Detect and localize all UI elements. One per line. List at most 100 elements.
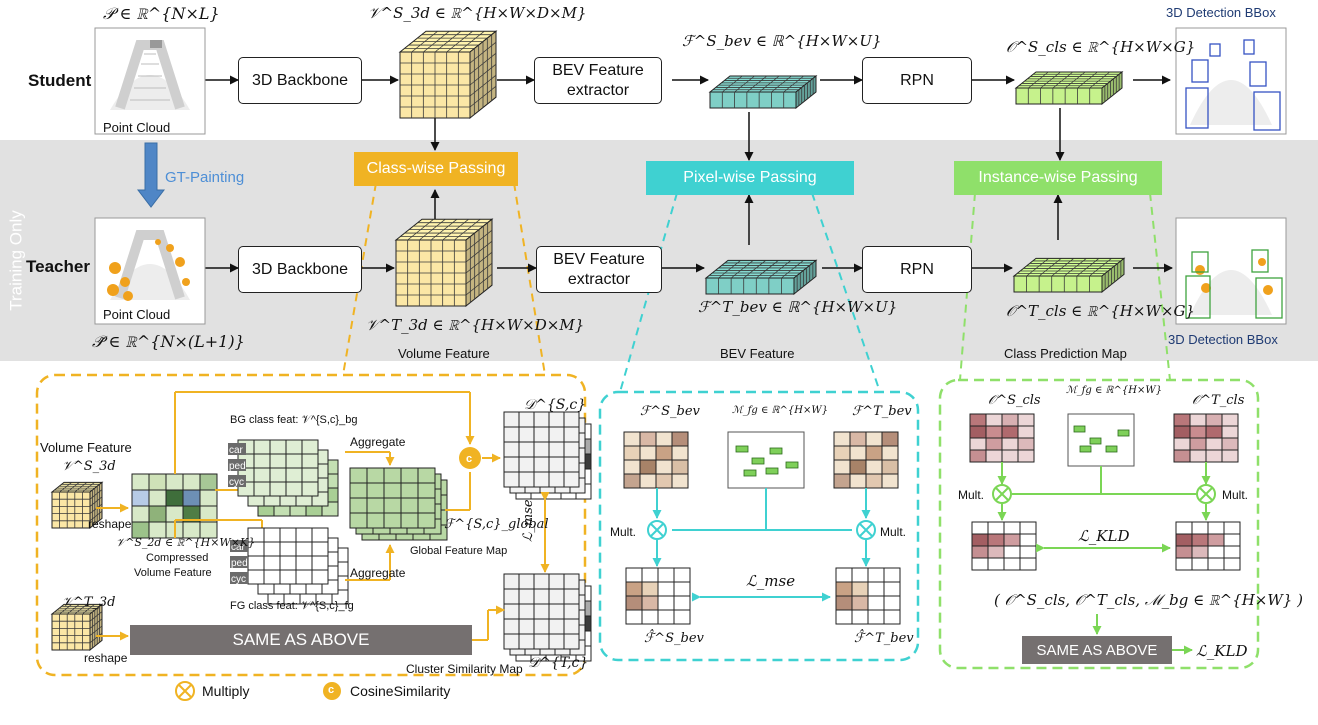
- cp-vt-small-cube: [50, 603, 104, 652]
- ip-mask-box: [1079, 445, 1092, 453]
- cp-ds-layer: [503, 411, 580, 488]
- legend-c-symbol: c: [328, 684, 335, 696]
- student-point-cloud-caption: Point Cloud: [103, 120, 171, 135]
- volume-feature-caption: Volume Feature: [398, 346, 490, 361]
- class-wise-passing-box: Class-wise Passing: [354, 152, 518, 186]
- cp-aggregate-top: Aggregate: [350, 435, 406, 449]
- cp-bg-tag-cyc: cyc: [229, 477, 244, 488]
- student-volume-cube: [398, 30, 498, 120]
- teacher-volume-math: 𝒱^T_3d ∈ ℝ^{H×W×D×M}: [366, 316, 585, 334]
- class-prediction-caption: Class Prediction Map: [1004, 346, 1127, 361]
- class-wise-panel: [35, 373, 587, 677]
- pp-fs-matrix: [623, 431, 689, 489]
- training-only-label: Training Only: [6, 210, 26, 311]
- cp-vs-small-cube: [50, 481, 104, 530]
- ip-os-label: 𝒪^S_cls: [988, 393, 1041, 408]
- pp-mask-box: [785, 461, 799, 469]
- cp-cluster-map-label: Cluster Similarity Map: [406, 662, 523, 676]
- cp-fg-tag-car: car: [231, 542, 246, 553]
- pp-ft-matrix: [833, 431, 899, 489]
- teacher-input-math: 𝒫̃ ∈ ℝ^{N×(L+1)}: [92, 332, 245, 351]
- cp-fg-tag-bg: [230, 572, 248, 584]
- ip-lkld2-label: ℒ_KLD: [1196, 642, 1248, 660]
- pp-mask-image: [727, 431, 805, 489]
- ip-mult-right: Mult.: [1222, 488, 1249, 502]
- student-bev-extractor-box: BEV Feature extractor: [534, 57, 662, 104]
- cp-fg-class-layer: [247, 527, 329, 585]
- teacher-bev-extractor-box: BEV Feature extractor: [536, 246, 662, 293]
- cp-reshape-top: reshape: [88, 517, 132, 531]
- student-detection-image: [1175, 27, 1287, 135]
- student-bev-slab: [708, 74, 818, 110]
- cp-v2d-label: 𝒱^S_2d ∈ ℝ^{H×W×K}: [116, 536, 256, 549]
- pp-lmse-label: ℒ_mse: [746, 572, 796, 590]
- bev-feature-caption: BEV Feature: [720, 346, 795, 361]
- student-rpn-box: RPN: [862, 57, 972, 104]
- cp-dt-layer: [503, 573, 580, 650]
- cp-bg-feat-label: BG class feat: 𝒱^{S,c}_bg: [230, 414, 358, 426]
- cp-aggregate-bottom: Aggregate: [350, 566, 406, 580]
- cp-ds-label: 𝒟^{S,c}: [524, 397, 587, 413]
- cp-lmse-label: ℒ_mse: [521, 499, 536, 542]
- ip-tuple-label: ( 𝒪^S_cls, 𝒪^T_cls, ℳ_bg ∈ ℝ^{H×W} ): [994, 591, 1303, 609]
- cp-compressed-label2: Volume Feature: [134, 567, 212, 579]
- cp-fg-tag-bg: [230, 556, 248, 568]
- teacher-point-cloud-image: [94, 217, 206, 325]
- ip-os-matrix: [969, 413, 1035, 463]
- pp-ft-hat-matrix: [835, 567, 901, 625]
- teacher-backbone-box: 3D Backbone: [238, 246, 362, 293]
- pp-mask-box: [743, 469, 757, 477]
- pp-mult-left: Mult.: [610, 525, 637, 539]
- student-point-cloud-image: [94, 27, 206, 135]
- cp-bg-tag-bg: [228, 443, 246, 455]
- pp-fs-hat-matrix: [625, 567, 691, 625]
- cp-fg-tag-bg: [230, 540, 248, 552]
- ip-mask-box: [1073, 425, 1086, 433]
- student-volume-math: 𝒱^S_3d ∈ ℝ^{H×W×D×M}: [368, 4, 587, 22]
- student-input-math: 𝒫 ∈ ℝ^{N×L}: [103, 4, 220, 23]
- teacher-rpn-box: RPN: [862, 246, 972, 293]
- cp-vs-label: 𝒱^S_3d: [62, 459, 116, 474]
- pp-mult-right: Mult.: [880, 525, 907, 539]
- cp-global-feature-layer: [349, 467, 436, 529]
- cp-global-feat-label: ℱ^{S,c}_global: [444, 517, 549, 532]
- ip-ot-label: 𝒪^T_cls: [1192, 393, 1245, 408]
- cp-volume-feature-label: Volume Feature: [40, 440, 132, 455]
- legend-multiply-label: Multiply: [202, 683, 250, 699]
- pp-mask-box: [765, 467, 779, 475]
- ip-ot-hat-matrix: [1175, 521, 1241, 571]
- instance-wise-panel: [938, 378, 1260, 670]
- cp-bg-tag-bg: [228, 475, 246, 487]
- cp-bg-class-layer: [237, 439, 319, 497]
- cp-dt-label: 𝒟^{T,c}: [528, 655, 589, 671]
- student-cls-math: 𝒪^S_cls ∈ ℝ^{H×W×G}: [1006, 38, 1196, 56]
- cp-bg-tag-ped: ped: [229, 461, 246, 472]
- cp-bg-tag-car: car: [229, 445, 244, 456]
- cp-c-symbol: c: [466, 453, 472, 465]
- pp-ft-label: ℱ^T_bev: [852, 404, 912, 419]
- student-bev-math: ℱ^S_bev ∈ ℝ^{H×W×U}: [682, 32, 882, 50]
- pixel-wise-panel: [598, 390, 920, 662]
- ip-os-hat-matrix: [971, 521, 1037, 571]
- pp-fs-hat-label: ℱ̂^S_bev: [644, 631, 704, 646]
- cp-global-map-label: Global Feature Map: [410, 545, 508, 557]
- cp-fg-tag-cyc: cyc: [231, 574, 246, 585]
- pp-mask-box: [735, 445, 749, 453]
- student-cls-slab: [1014, 70, 1124, 106]
- ip-mask-box: [1117, 429, 1130, 437]
- pp-mfg-label: ℳ_fg ∈ ℝ^{H×W}: [732, 405, 828, 416]
- cp-same-as-above: SAME AS ABOVE: [130, 625, 472, 655]
- teacher-detection-caption: 3D Detection BBox: [1168, 332, 1278, 347]
- ip-same-as-above: SAME AS ABOVE: [1022, 636, 1172, 664]
- ip-ot-matrix: [1173, 413, 1239, 463]
- cp-cosine-circle: [459, 447, 481, 469]
- legend-cosine-label: CosineSimilarity: [350, 683, 451, 699]
- pp-mask-box: [751, 457, 765, 465]
- ip-mask-box: [1089, 437, 1102, 445]
- pp-mask-box: [769, 447, 783, 455]
- cp-fg-feat-label: FG class feat: 𝒱^{S,c}_fg: [230, 600, 354, 612]
- cosine-legend-icon: [323, 682, 341, 700]
- cp-compressed-label: Compressed: [146, 552, 209, 564]
